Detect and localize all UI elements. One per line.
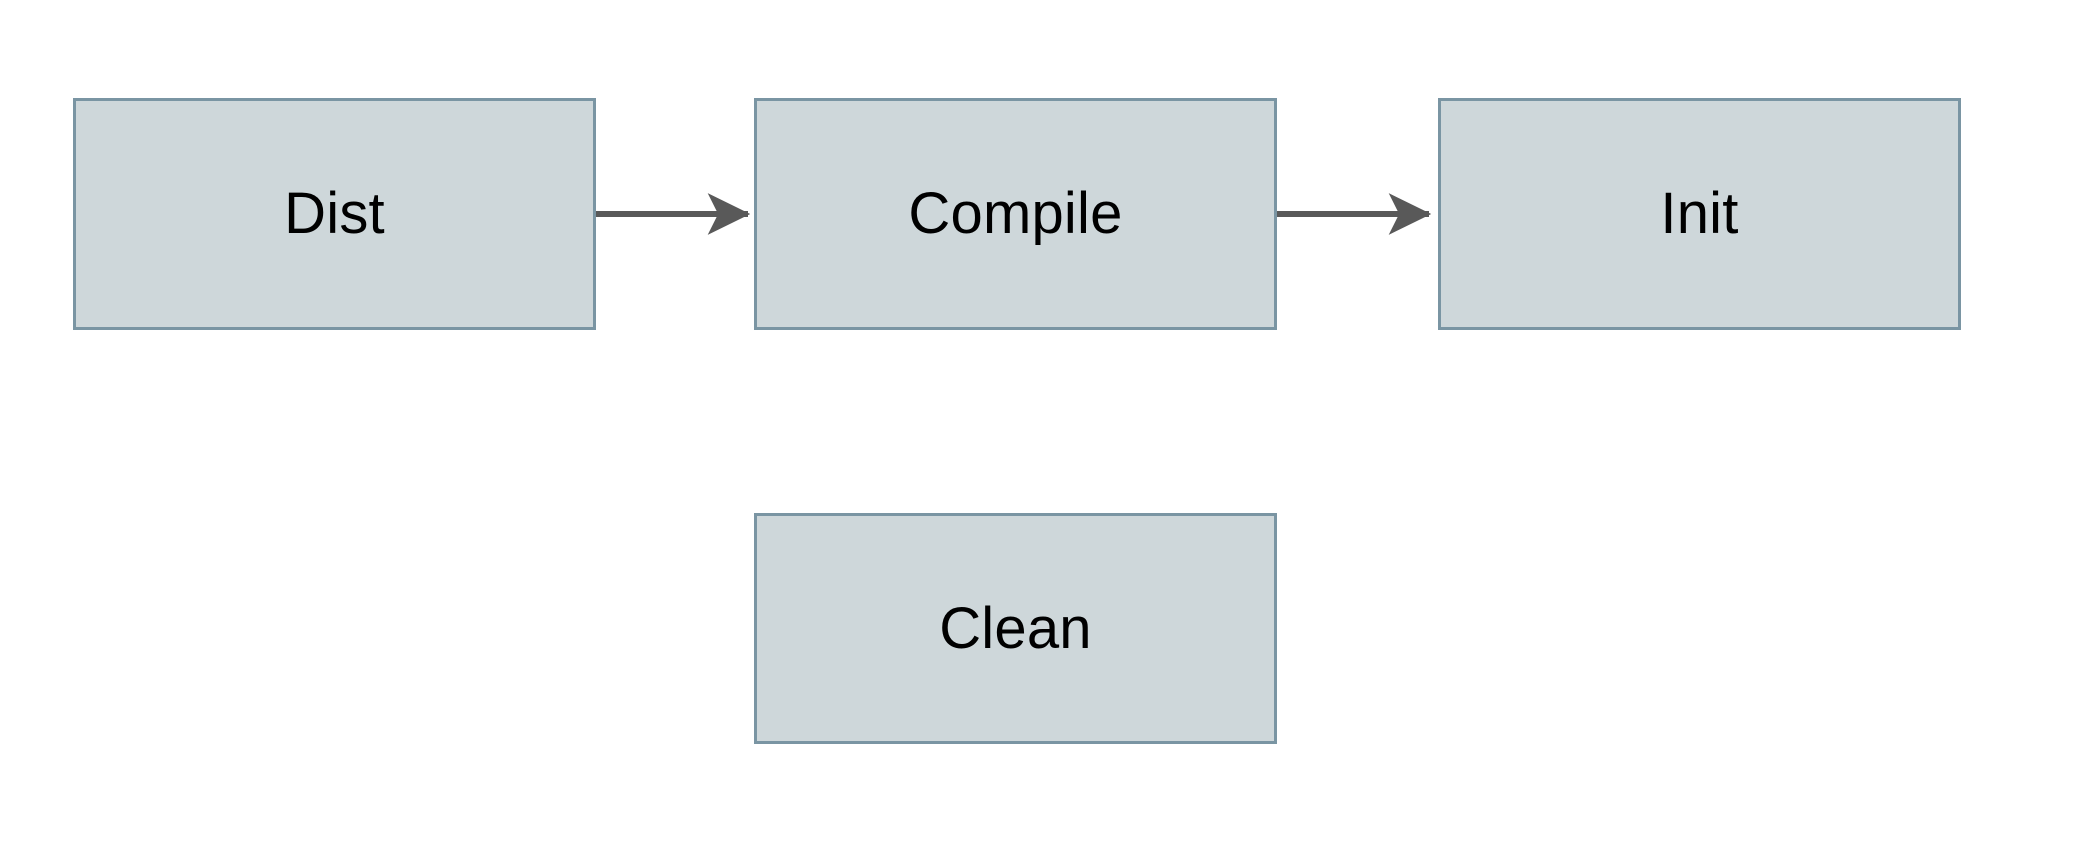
- node-init-label: Init: [1660, 181, 1739, 246]
- node-compile-label: Compile: [908, 181, 1123, 246]
- node-init[interactable]: Init: [1438, 98, 1961, 330]
- node-dist-label: Dist: [284, 181, 385, 246]
- node-compile[interactable]: Compile: [754, 98, 1277, 330]
- node-clean[interactable]: Clean: [754, 513, 1277, 744]
- node-dist[interactable]: Dist: [73, 98, 596, 330]
- node-clean-label: Clean: [939, 595, 1092, 661]
